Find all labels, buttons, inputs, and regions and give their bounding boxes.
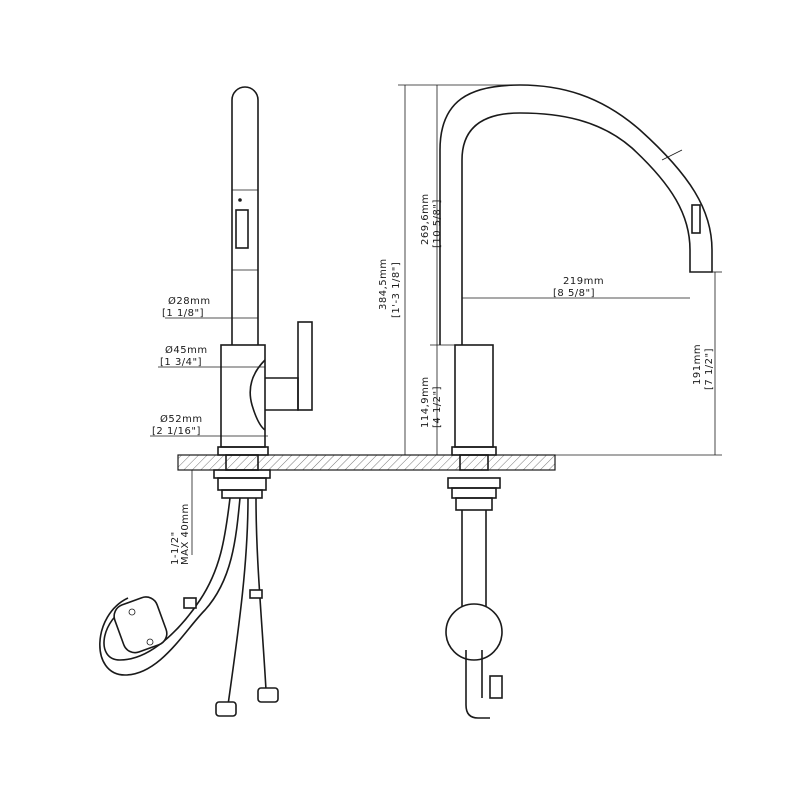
body-height-inch: [4 1/2"] [432,386,443,428]
total-height-inch: [1'-3 1/8"] [391,262,402,318]
dimension-body-height: 114,9mm [4 1/2"] [420,345,443,455]
side-view-faucet [99,86,313,717]
front-view-faucet [439,84,713,719]
outlet-height-inch: [7 1/2"] [704,348,715,390]
dimension-spout-reach: 219mm [8 5/8"] [462,276,690,299]
deck-thickness-inch: 1-1/2" [170,531,181,565]
base-diameter-mm: Ø52mm [160,413,203,425]
deck-thickness-mm: MAX 40mm [180,503,191,565]
spout-diameter-inch: [1 1/8"] [162,308,204,319]
dimension-spout-diameter: Ø28mm [1 1/8"] [162,295,258,319]
dimension-deck-thickness: 1-1/2" MAX 40mm [170,470,193,565]
dimension-spout-height: 269,6mm [10 5/8"] [420,85,455,346]
spout-height-inch: [10 5/8"] [432,199,443,248]
total-height-mm: 384,5mm [378,258,389,310]
body-height-mm: 114,9mm [420,376,431,428]
dimension-outlet-height: 191mm [7 1/2"] [555,271,722,456]
body-diameter-mm: Ø45mm [165,344,208,356]
countertop-section [177,454,556,471]
spout-reach-mm: 219mm [563,276,604,287]
spout-reach-inch: [8 5/8"] [553,288,595,299]
base-diameter-inch: [2 1/16"] [152,426,201,437]
dimension-total-height: 384,5mm [1'-3 1/8"] [378,84,520,455]
body-diameter-inch: [1 3/4"] [160,357,202,368]
dimension-base-diameter: Ø52mm [2 1/16"] [150,413,268,437]
dimension-body-diameter: Ø45mm [1 3/4"] [158,344,265,368]
spout-height-mm: 269,6mm [420,193,431,245]
outlet-height-mm: 191mm [692,344,703,385]
spout-diameter-mm: Ø28mm [168,295,211,307]
